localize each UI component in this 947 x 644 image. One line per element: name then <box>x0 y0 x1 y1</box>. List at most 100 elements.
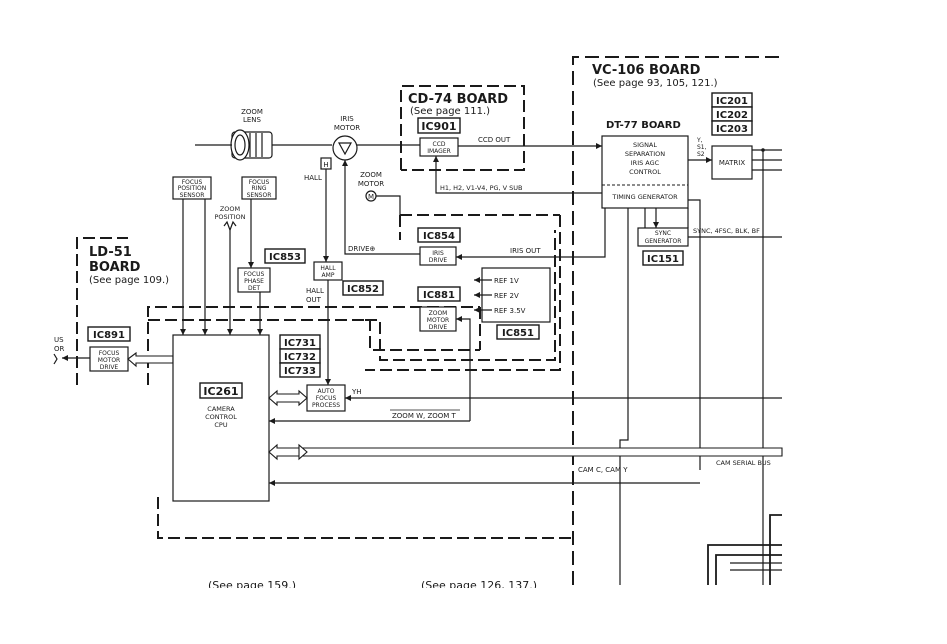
cd74-board-outline <box>400 85 525 171</box>
svg-text:IMAGER: IMAGER <box>427 148 451 155</box>
cam-cy-label: CAM C, CAM Y <box>578 466 628 474</box>
svg-text:IRIS: IRIS <box>432 250 444 257</box>
svg-text:IRIS AGC: IRIS AGC <box>631 159 660 167</box>
sync-generator-block: SYNC GENERATOR <box>637 227 689 247</box>
cam-serial-bus-label: CAM SERIAL BUS <box>716 459 771 467</box>
left-edge-motor: US OR <box>53 336 65 365</box>
svg-text:H: H <box>323 161 328 169</box>
svg-text:IC851: IC851 <box>502 328 534 339</box>
ld51-board-outline <box>76 237 573 539</box>
yh-label: YH <box>351 388 362 396</box>
zoom-lens: ZOOM LENS <box>230 108 273 161</box>
svg-text:AMP: AMP <box>322 272 335 279</box>
focus-ring-sensor: FOCUS RING SENSOR <box>241 176 277 200</box>
ic731: IC731 <box>279 334 321 350</box>
svg-text:REF 1V: REF 1V <box>494 277 519 285</box>
svg-text:S2: S2 <box>697 151 705 158</box>
ccd-imager: CCD IMAGER <box>419 137 459 157</box>
sync-bus-label: SYNC, 4FSC, BLK, BF <box>693 227 760 235</box>
zoom-lens-label: ZOOM <box>241 108 263 116</box>
svg-text:DET: DET <box>248 285 260 292</box>
ic852: IC852 <box>342 280 384 296</box>
camera-cpu-label: CAMERA <box>207 405 235 413</box>
svg-text:FOCUS: FOCUS <box>316 395 337 402</box>
svg-text:IC852: IC852 <box>347 284 379 295</box>
cd74-page: (See page 111.) <box>410 106 490 117</box>
iris-drive-block: IRIS DRIVE <box>419 246 457 266</box>
svg-text:REF 3.5V: REF 3.5V <box>494 307 526 315</box>
ld51-page: (See page 109.) <box>89 275 169 286</box>
svg-text:IC891: IC891 <box>93 330 125 341</box>
zoom-wt-label: ZOOM W, ZOOM T <box>392 412 457 420</box>
camera-control-cpu-block <box>172 334 270 502</box>
focus-motor-drive-block: FOCUS MOTOR DRIVE <box>89 346 129 372</box>
iris-out-label: IRIS OUT <box>510 247 541 255</box>
svg-text:IC881: IC881 <box>423 290 455 301</box>
svg-text:IC733: IC733 <box>284 366 316 377</box>
focus-position-sensor: FOCUS POSITION SENSOR <box>172 176 212 200</box>
svg-text:CCD: CCD <box>433 141 446 148</box>
svg-text:Y,: Y, <box>696 137 703 144</box>
svg-text:MOTOR: MOTOR <box>427 317 449 324</box>
svg-text:SIGNAL: SIGNAL <box>633 141 657 149</box>
svg-text:ZOOM: ZOOM <box>360 171 382 179</box>
svg-text:M: M <box>368 193 374 201</box>
ld51-title-2: BOARD <box>89 260 141 275</box>
ic853: IC853 <box>264 248 306 264</box>
svg-text:FOCUS: FOCUS <box>99 350 120 357</box>
svg-text:HALL: HALL <box>320 265 336 272</box>
ic151: IC151 <box>642 250 684 266</box>
svg-text:GENERATOR: GENERATOR <box>645 238 682 245</box>
ic891: IC891 <box>87 326 131 342</box>
zoom-motor: ZOOM MOTOR M <box>358 171 384 202</box>
svg-text:POSITION: POSITION <box>215 213 246 221</box>
svg-text:REF 2V: REF 2V <box>494 292 519 300</box>
svg-text:FOCUS: FOCUS <box>244 271 265 278</box>
svg-text:IC201: IC201 <box>716 96 748 107</box>
ic202: IC202 <box>711 106 753 122</box>
svg-text:CPU: CPU <box>214 421 227 429</box>
svg-text:HALL: HALL <box>306 287 324 295</box>
svg-text:RING: RING <box>251 185 266 192</box>
svg-text:MOTOR: MOTOR <box>98 357 120 364</box>
svg-text:HALL: HALL <box>304 174 322 182</box>
svg-text:SENSOR: SENSOR <box>247 192 272 199</box>
ccd-out-label: CCD OUT <box>478 136 511 144</box>
svg-text:FOCUS: FOCUS <box>249 179 270 186</box>
iris-motor-label: IRIS <box>340 115 354 123</box>
vc106-title: VC-106 BOARD <box>592 63 701 78</box>
zoom-position: ZOOM POSITION <box>215 205 246 232</box>
ic851: IC851 <box>496 324 540 340</box>
focus-phase-det-block: FOCUS PHASE DET <box>237 267 271 293</box>
vc106-page: (See page 93, 105, 121.) <box>593 78 718 89</box>
svg-text:AUTO: AUTO <box>318 388 335 395</box>
svg-text:ZOOM: ZOOM <box>429 310 448 317</box>
svg-text:CONTROL: CONTROL <box>205 413 237 421</box>
drive-plus-label: DRIVE⊕ <box>348 245 375 253</box>
svg-text:US: US <box>54 336 64 344</box>
svg-text:MOTOR: MOTOR <box>358 180 384 188</box>
lower-right-blocks <box>707 514 782 585</box>
svg-text:IC203: IC203 <box>716 124 748 135</box>
svg-text:IC202: IC202 <box>716 110 748 121</box>
dt77-title: DT-77 BOARD <box>606 120 681 131</box>
timing-generator-label: TIMING GENERATOR <box>611 193 678 201</box>
svg-text:SENSOR: SENSOR <box>180 192 205 199</box>
svg-text:PHASE: PHASE <box>244 278 264 285</box>
ic881: IC881 <box>417 286 461 302</box>
svg-text:DRIVE: DRIVE <box>100 364 119 371</box>
ic854: IC854 <box>417 227 461 243</box>
svg-text:OR: OR <box>54 345 65 353</box>
svg-text:SEPARATION: SEPARATION <box>625 150 665 158</box>
svg-text:MATRIX: MATRIX <box>719 159 745 167</box>
svg-text:IC261: IC261 <box>203 385 238 398</box>
matrix-block: MATRIX <box>711 145 753 180</box>
svg-text:DRIVE: DRIVE <box>429 257 448 264</box>
svg-text:IC901: IC901 <box>421 120 456 133</box>
ic732: IC732 <box>279 348 321 364</box>
svg-text:IC732: IC732 <box>284 352 316 363</box>
ic901: IC901 <box>417 117 461 134</box>
ld51-title: LD-51 <box>89 245 132 260</box>
svg-text:PROCESS: PROCESS <box>312 402 340 409</box>
